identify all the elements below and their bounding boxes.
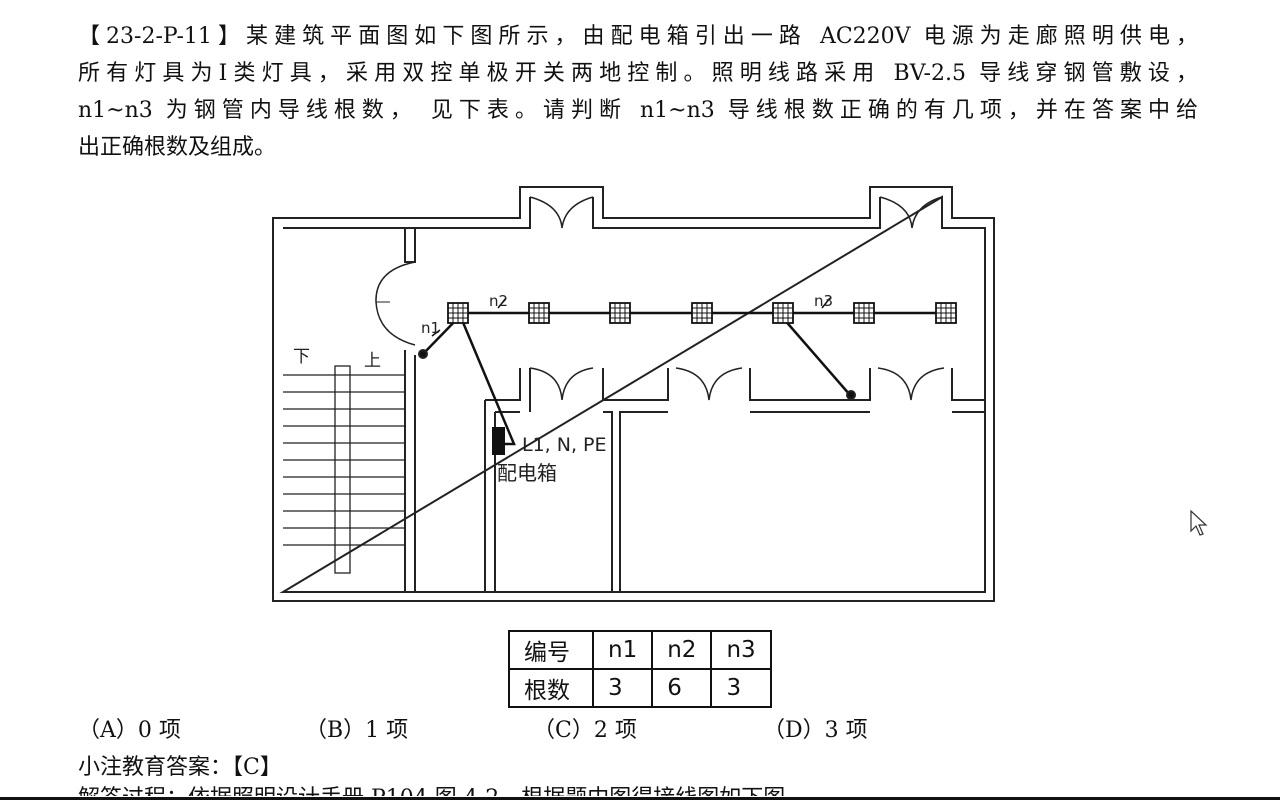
mouse-cursor-icon [1190, 510, 1208, 536]
table-cell: n2 [651, 630, 713, 670]
table-cell: 3 [710, 668, 772, 708]
label-source: L1, N, PE [522, 434, 607, 456]
lamp-icon [609, 302, 631, 324]
wire-count-table: 编号 n1 n2 n3 根数 3 6 3 [508, 630, 772, 708]
question-line-4: 出正确根数及组成。 [78, 135, 277, 160]
table-header-row: 编号 n1 n2 n3 [508, 630, 772, 670]
question-line-1: 【23-2-P-11】某建筑平面图如下图所示，由配电箱引出一路 AC220V 电… [78, 24, 1198, 49]
distribution-box [492, 427, 505, 455]
lamp-icon [935, 302, 957, 324]
question-line-3: n1~n3 为钢管内导线根数， 见下表。请判断 n1~n3 导线根数正确的有几项… [78, 98, 1198, 123]
table-cell: n3 [710, 630, 772, 670]
label-up: 上 [364, 351, 381, 371]
table-cell: 6 [651, 668, 713, 708]
option-c: （C）2 项 [533, 718, 637, 743]
switch-2 [846, 390, 856, 400]
staircase [283, 365, 405, 574]
explanation-partial: 解答过程：依据照明设计手册 P104 图 4-2，根据题中图得接线图如下图 [78, 784, 785, 796]
table-row: 根数 3 6 3 [508, 668, 772, 708]
switch-1 [418, 349, 428, 359]
option-d: （D）3 项 [763, 718, 868, 743]
lamp-icon [772, 302, 794, 324]
label-n3: n3 [814, 292, 833, 310]
label-n2: n2 [489, 292, 508, 310]
table-cell: 3 [591, 668, 654, 708]
question-line-2: 所有灯具为Ⅰ类灯具，采用双控单极开关两地控制。照明线路采用 BV-2.5 导线穿… [78, 61, 1198, 86]
lamp-icon [691, 302, 713, 324]
option-a: （A）0 项 [78, 718, 181, 743]
lamp-icon [853, 302, 875, 324]
lamp-icon [528, 302, 550, 324]
option-b: （B）1 项 [305, 718, 409, 743]
table-cell: 根数 [508, 668, 594, 708]
answer: 小注教育答案：【C】 [78, 755, 282, 780]
bottom-bar [0, 797, 1280, 800]
table-cell: 编号 [508, 630, 594, 670]
label-panel: 配电箱 [497, 461, 557, 485]
label-n1: n1 [421, 319, 440, 337]
table-cell: n1 [591, 630, 654, 670]
outer-wall [272, 186, 995, 602]
label-down: 下 [293, 347, 310, 367]
inner-wall [279, 195, 986, 593]
floor-plan-diagram: n1 n2 n3 下 上 L1, N, PE 配电箱 [272, 186, 995, 602]
lamp-icon [447, 302, 469, 324]
